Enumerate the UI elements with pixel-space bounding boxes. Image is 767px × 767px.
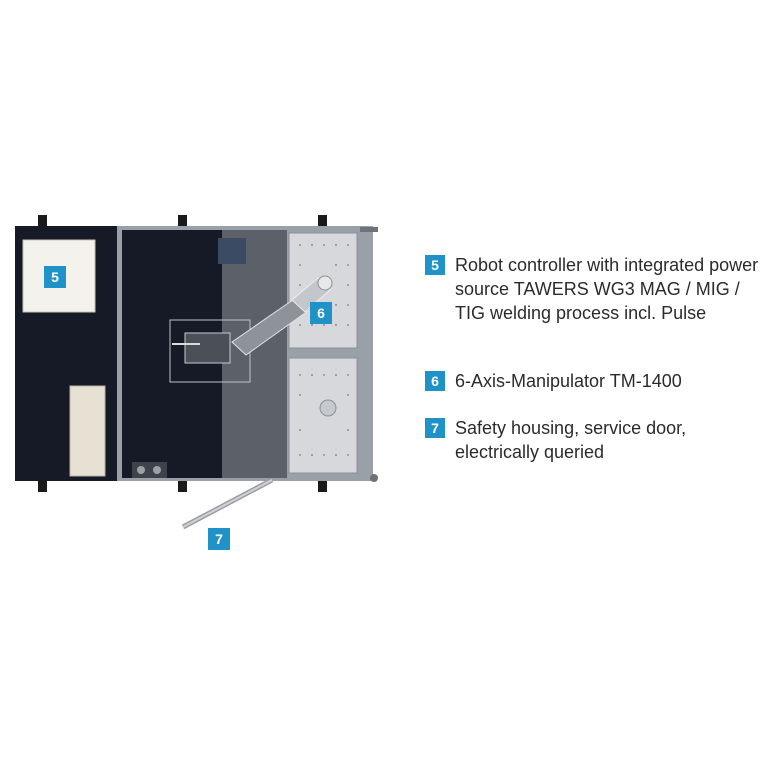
legend-item-5: 5 Robot controller with integrated power… <box>425 253 765 349</box>
mounting-feet <box>38 215 327 492</box>
legend: 5 Robot controller with integrated power… <box>425 253 765 473</box>
legend-item-6: 6 6-Axis-Manipulator TM-1400 <box>425 369 765 395</box>
legend-badge-7: 7 <box>425 418 445 438</box>
legend-item-7: 7 Safety housing, service door, electric… <box>425 416 765 468</box>
bottom-work-plate <box>288 357 358 474</box>
legend-badge-6: 6 <box>425 371 445 391</box>
callout-marker-7: 7 <box>208 528 230 550</box>
cabinet-door <box>69 385 106 477</box>
legend-text-7: Safety housing, service door, electrical… <box>455 418 687 462</box>
callout-marker-6: 6 <box>310 302 332 324</box>
service-door <box>181 477 274 530</box>
housing-grey-area <box>222 230 287 478</box>
plate-hole-grid <box>299 244 349 456</box>
legend-text-6: 6-Axis-Manipulator TM-1400 <box>455 371 682 391</box>
turntable-center <box>319 399 337 417</box>
legend-text-5: Robot controller with integrated power s… <box>455 255 759 323</box>
control-box <box>132 462 167 478</box>
legend-badge-5: 5 <box>425 255 445 275</box>
callout-marker-5: 5 <box>44 266 66 288</box>
